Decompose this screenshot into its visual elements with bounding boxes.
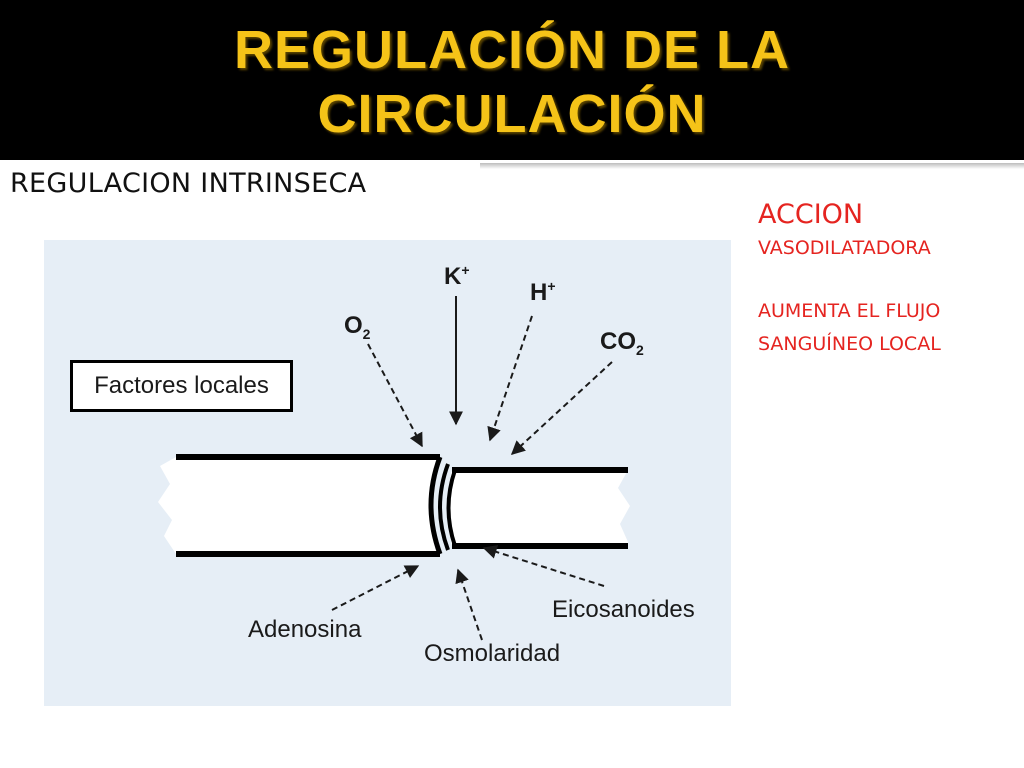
label-h: H+ — [530, 278, 556, 307]
label-co2-sub: 2 — [636, 341, 644, 358]
label-k: K+ — [444, 262, 470, 291]
arrow-o2 — [367, 343, 423, 448]
subtitle-divider — [480, 163, 1024, 169]
label-eicosanoides: Eicosanoides — [552, 596, 695, 623]
slide-subtitle: REGULACION INTRINSECA — [10, 168, 367, 199]
label-adenosina: Adenosina — [248, 616, 362, 643]
arrow-adenosina — [331, 565, 420, 611]
arrow-osmolaridad — [455, 568, 483, 641]
vessel-left-segment — [158, 457, 440, 554]
label-o2-text: O — [344, 312, 363, 339]
vessel-right-segment — [447, 470, 630, 546]
arrow-h — [487, 315, 533, 442]
label-k-text: K — [444, 263, 462, 290]
label-co2-text: CO — [600, 328, 636, 355]
label-k-charge: + — [461, 262, 470, 278]
factores-locales-box: Factores locales — [70, 360, 293, 412]
label-o2-sub: 2 — [362, 325, 371, 342]
label-co2: CO2 — [600, 328, 644, 358]
vessel-diagram: Factores locales K+ H+ O2 CO2 Adenosina … — [44, 240, 731, 706]
label-osmolaridad: Osmolaridad — [424, 640, 561, 667]
side-notes: ACCION VASODILATADORA AUMENTA EL FLUJO S… — [758, 198, 1018, 361]
factores-locales-label: Factores locales — [94, 372, 269, 399]
title-bar: REGULACIÓN DE LA CIRCULACIÓN — [0, 0, 1024, 160]
note-line-1: VASODILATADORA — [758, 237, 931, 259]
slide-title: REGULACIÓN DE LA CIRCULACIÓN — [0, 18, 1024, 146]
note-line-3: SANGUÍNEO LOCAL — [758, 333, 941, 355]
label-h-text: H — [530, 279, 548, 306]
note-line-2: AUMENTA EL FLUJO — [758, 300, 941, 322]
title-line-2: CIRCULACIÓN — [317, 84, 707, 144]
label-o2: O2 — [344, 312, 370, 342]
arrow-eicosanoides — [482, 545, 605, 587]
arrow-co2 — [510, 361, 613, 455]
junction-curve-3 — [446, 469, 457, 547]
vessel-drawing — [158, 296, 630, 641]
title-line-1: REGULACIÓN DE LA — [234, 20, 790, 80]
junction-curve-2 — [438, 463, 450, 551]
note-heading: ACCION — [758, 199, 864, 230]
label-h-charge: + — [547, 278, 556, 294]
junction-curve-1 — [428, 456, 443, 555]
